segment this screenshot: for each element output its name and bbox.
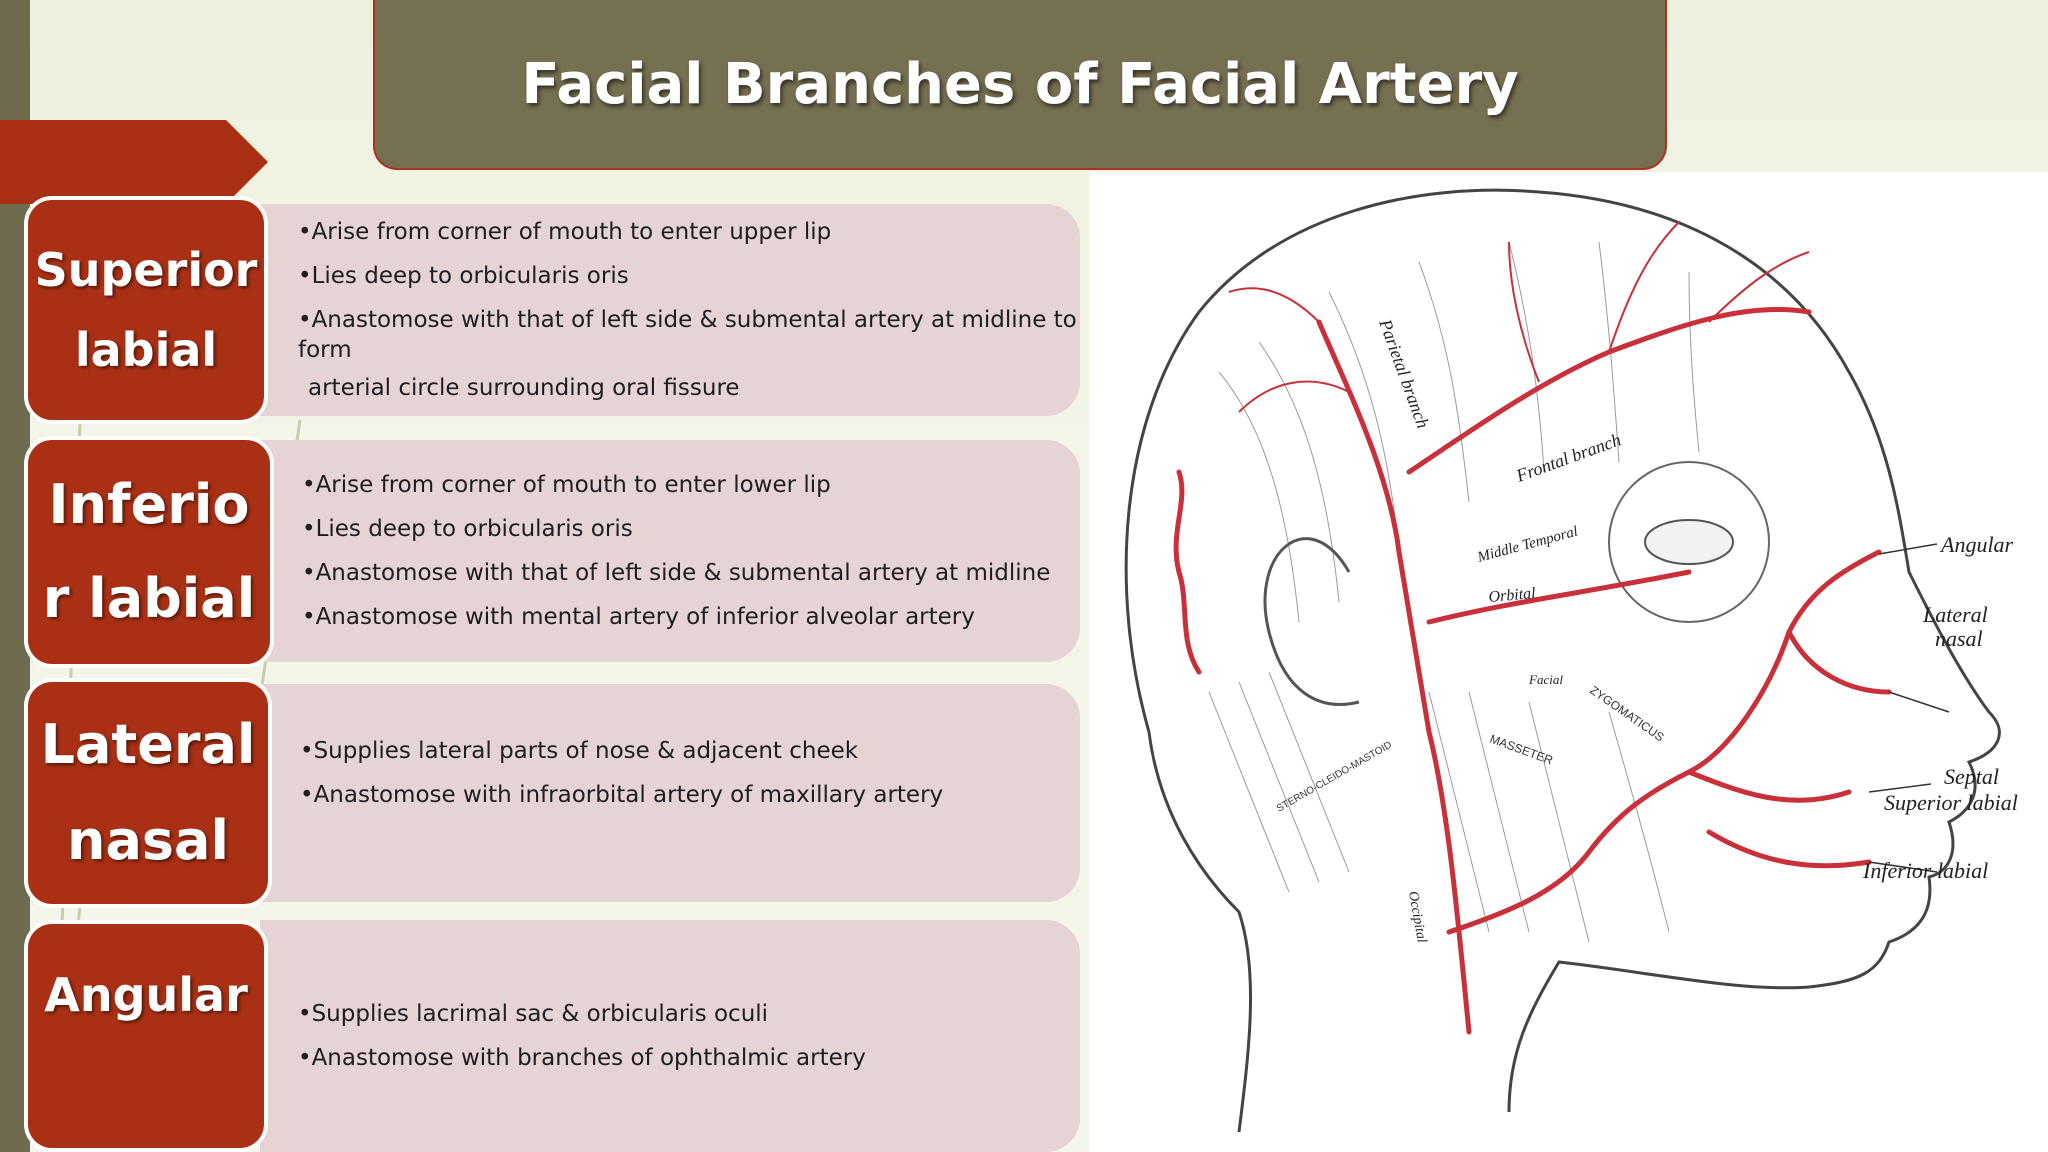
label-middle-temporal: Middle Temporal	[1475, 524, 1580, 566]
bullet-item: •Arise from corner of mouth to enter low…	[302, 472, 831, 498]
branch-label-line: nasal	[67, 809, 229, 872]
branch-row-angular: Angular •Supplies lacrimal sac & orbicul…	[24, 920, 1080, 1152]
branch-content: •Arise from corner of mouth to enter low…	[260, 440, 1080, 662]
label-lateral: Lateral	[1922, 602, 1988, 627]
branch-label-line: Superior	[34, 243, 258, 297]
red-arrow-tab	[0, 120, 268, 204]
label-superior-labial: Superior labial	[1884, 790, 2018, 815]
branch-label-line: labial	[74, 323, 218, 377]
label-occipital: Occipital	[1405, 890, 1429, 944]
label-nasal: nasal	[1935, 626, 1983, 651]
bullet-item: •Lies deep to orbicularis oris	[302, 516, 633, 542]
bullet-item: •Lies deep to orbicularis oris	[298, 263, 629, 289]
bullet-item: •Anastomose with branches of ophthalmic …	[298, 1045, 866, 1071]
branch-label-line: Inferio	[48, 473, 250, 536]
bullet-continuation: arterial circle surrounding oral fissure	[308, 375, 740, 401]
bullet-item: •Arise from corner of mouth to enter upp…	[298, 219, 832, 245]
bullet-item: •Anastomose with that of left side & sub…	[302, 560, 1051, 586]
label-facial: Facial	[1528, 672, 1563, 687]
bullet-item: •Anastomose with mental artery of inferi…	[302, 604, 975, 630]
branch-row-lateral-nasal: Lateral nasal •Supplies lateral parts of…	[24, 678, 1080, 908]
branch-label-line: r labial	[42, 567, 256, 630]
branch-row-superior-labial: Superior labial •Arise from corner of mo…	[24, 196, 1080, 424]
branch-label: Superior labial	[24, 196, 268, 424]
label-parietal-branch: Parietal branch	[1375, 316, 1433, 431]
label-angular: Angular	[1939, 532, 2014, 557]
head-outline	[1124, 188, 2001, 1133]
label-masseter: MASSETER	[1488, 732, 1555, 768]
bullet-item: •Supplies lateral parts of nose & adjace…	[300, 738, 859, 764]
branch-label: Lateral nasal	[24, 678, 272, 908]
branch-row-inferior-labial: Inferio r labial •Arise from corner of m…	[24, 436, 1080, 668]
label-frontal-branch: Frontal branch	[1513, 429, 1624, 486]
label-zygomaticus: ZYGOMATICUS	[1587, 683, 1666, 744]
eye-orbit	[1608, 461, 1770, 623]
branch-content: •Supplies lateral parts of nose & adjace…	[260, 684, 1080, 902]
label-sterno-mastoid: STERNO-CLEIDO-MASTOID	[1275, 740, 1394, 815]
branch-label-line: Angular	[44, 968, 248, 1022]
external-carotid-artery	[1396, 549, 1472, 1035]
slide-title: Facial Branches of Facial Artery	[521, 51, 1519, 117]
label-inferior-labial: Inferior labial	[1862, 858, 1988, 883]
title-banner: Facial Branches of Facial Artery	[373, 0, 1667, 170]
label-orbital: Orbital	[1488, 585, 1537, 606]
branch-label: Angular	[24, 920, 268, 1152]
branch-content: •Supplies lacrimal sac & orbicularis ocu…	[260, 920, 1080, 1152]
branch-content: •Arise from corner of mouth to enter upp…	[260, 204, 1080, 416]
anatomy-illustration: Angular Lateral nasal Septal Superior la…	[1089, 172, 2048, 1152]
label-septal: Septal	[1944, 764, 1999, 789]
branch-label-line: Lateral	[40, 713, 256, 776]
bullet-item: •Anastomose with that of left side & sub…	[298, 305, 1080, 403]
bullet-text: •Anastomose with that of left side & sub…	[298, 307, 1077, 363]
bullet-item: •Supplies lacrimal sac & orbicularis ocu…	[298, 1001, 769, 1027]
branch-label: Inferio r labial	[24, 436, 274, 668]
bullet-item: •Anastomose with infraorbital artery of …	[300, 782, 944, 808]
ear	[1263, 537, 1360, 706]
